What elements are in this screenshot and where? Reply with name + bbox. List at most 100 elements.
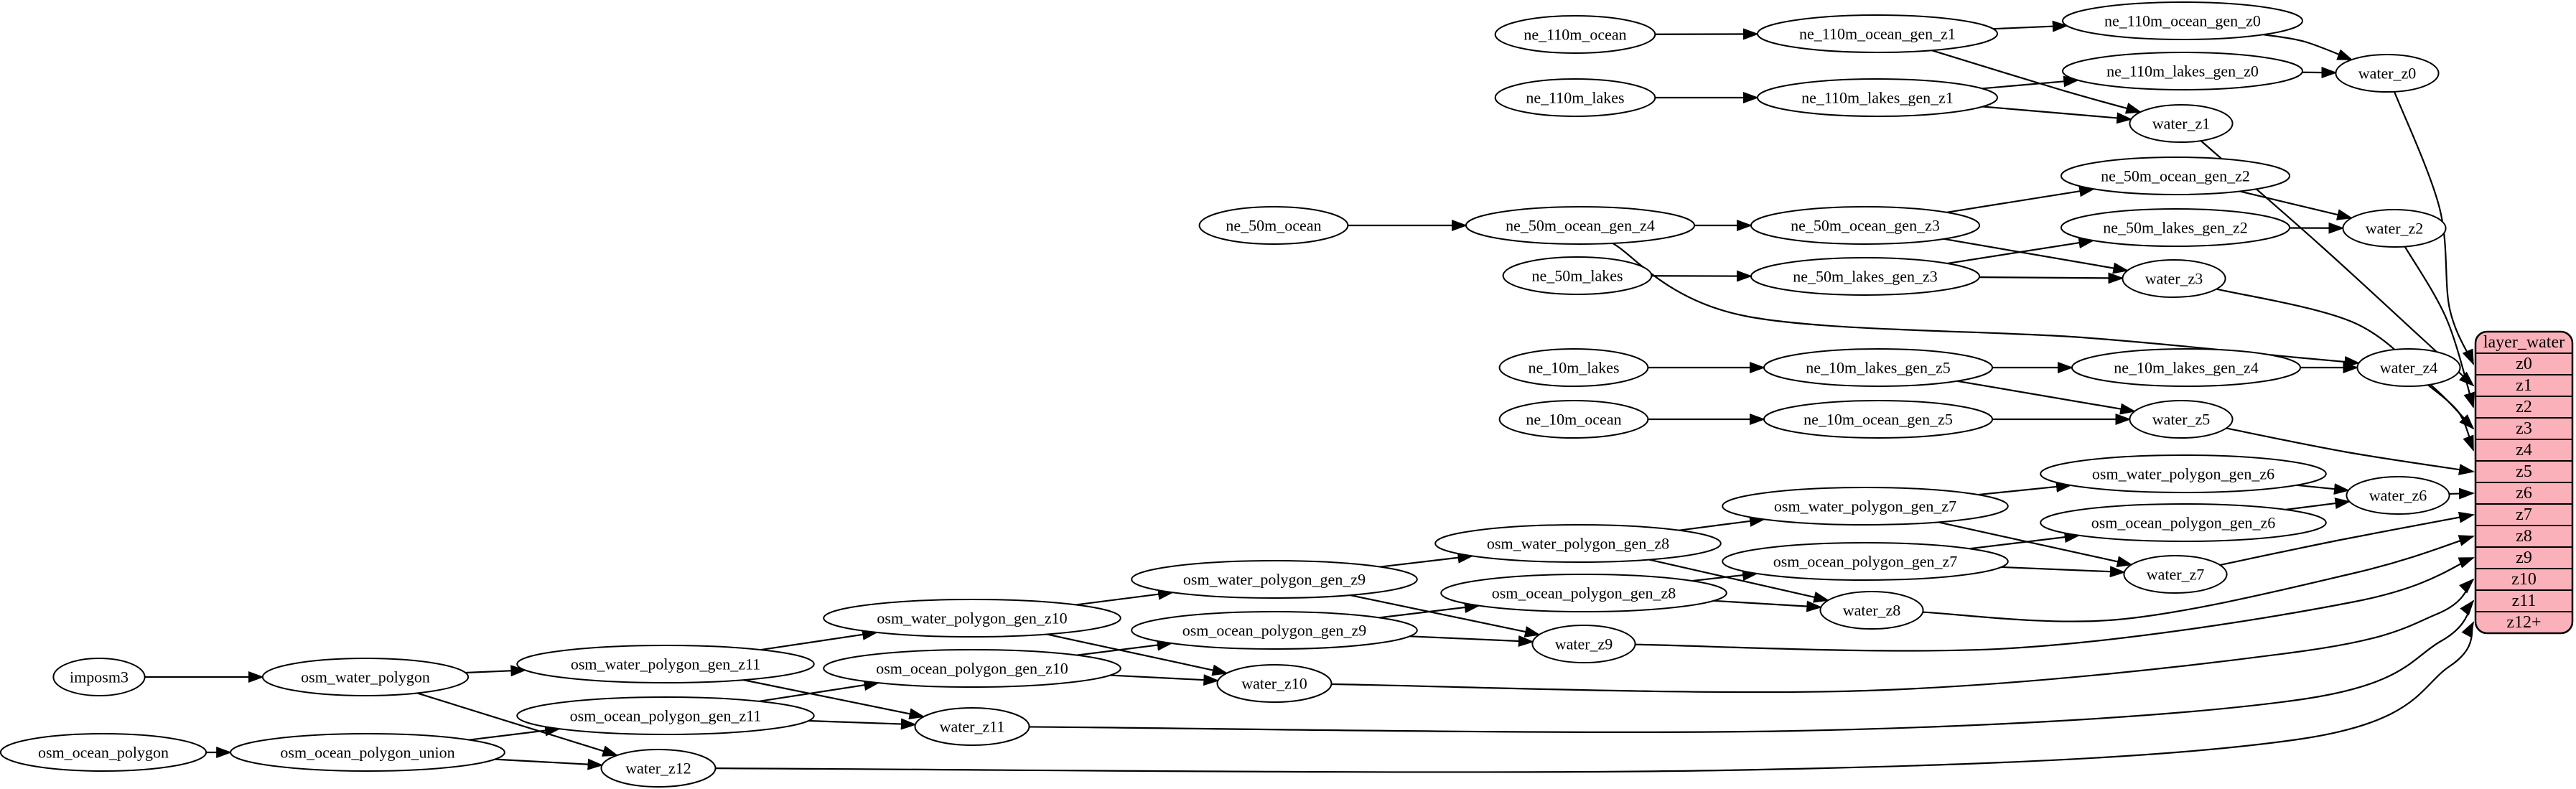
node-label-ne_50m_lakes_gen_z3: ne_50m_lakes_gen_z3 — [1793, 268, 1938, 286]
table-row-z11: z11 — [2512, 592, 2537, 610]
edge-osm_water_polygon_gen_z11-to-water_z11 — [743, 679, 925, 720]
node-water_z3: water_z3 — [2122, 259, 2226, 298]
node-ellipse — [823, 599, 1121, 638]
node-ellipse — [2062, 52, 2303, 90]
edge-water_z9-to-layer_water-z9 — [1635, 556, 2475, 652]
table-row-z3: z3 — [2516, 419, 2532, 438]
node-ellipse — [2060, 208, 2291, 247]
node-ellipse — [914, 707, 1030, 746]
node-ellipse — [1494, 78, 1656, 117]
edge-osm_ocean_polygon_gen_z11-to-osm_ocean_polygon_gen_z10 — [759, 679, 880, 702]
node-label-ne_10m_lakes: ne_10m_lakes — [1528, 359, 1619, 377]
node-label-osm_ocean_polygon_gen_z9: osm_ocean_polygon_gen_z9 — [1182, 622, 1367, 640]
node-ellipse — [2040, 503, 2327, 542]
node-label-osm_ocean_polygon_gen_z7: osm_ocean_polygon_gen_z7 — [1773, 553, 1958, 571]
node-label-osm_ocean_polygon_gen_z10: osm_ocean_polygon_gen_z10 — [876, 660, 1068, 678]
node-label-ne_50m_ocean_gen_z4: ne_50m_ocean_gen_z4 — [1506, 217, 1655, 235]
node-label-water_z10: water_z10 — [1241, 675, 1307, 693]
node-ne_50m_ocean: ne_50m_ocean — [1198, 206, 1349, 245]
node-ne_50m_ocean_gen_z3: ne_50m_ocean_gen_z3 — [1750, 206, 1981, 245]
edge-osm_ocean_polygon_gen_z8-to-water_z8 — [1713, 599, 1823, 612]
node-label-ne_110m_lakes: ne_110m_lakes — [1526, 89, 1624, 107]
edge-water_z7-to-layer_water-z7 — [2219, 511, 2475, 566]
node-ne_110m_lakes_gen_z0: ne_110m_lakes_gen_z0 — [2062, 52, 2303, 90]
node-ellipse — [1502, 256, 1653, 295]
node-label-ne_110m_ocean_gen_z1: ne_110m_ocean_gen_z1 — [1799, 25, 1956, 43]
edge-osm_ocean_polygon_gen_z7-to-osm_ocean_polygon_gen_z6 — [1969, 531, 2081, 550]
node-ellipse — [516, 696, 815, 735]
edge-osm_ocean_polygon_gen_z7-to-water_z7 — [2001, 566, 2126, 578]
node-ellipse — [0, 733, 207, 772]
node-ellipse — [1819, 591, 1924, 630]
edge-osm_ocean_polygon_gen_z9-to-water_z9 — [1409, 635, 1534, 647]
edge-water_z6-to-layer_water-z6 — [2449, 487, 2475, 500]
node-osm_ocean_polygon_gen_z7: osm_ocean_polygon_gen_z7 — [1722, 542, 2009, 581]
nodes-layer: ne_110m_ocean ne_110m_ocean_gen_z1 ne_110m… — [0, 1, 2461, 788]
node-label-osm_ocean_polygon_union: osm_ocean_polygon_union — [280, 744, 454, 762]
node-label-water_z12: water_z12 — [625, 760, 691, 778]
node-ellipse — [2060, 157, 2291, 195]
node-ellipse — [1757, 14, 1998, 53]
table-row-z7: z7 — [2516, 505, 2532, 524]
node-water_z9: water_z9 — [1531, 625, 1636, 663]
edge-osm_ocean_polygon_union-to-osm_ocean_polygon_gen_z11 — [469, 724, 561, 741]
table-row-z2: z2 — [2516, 398, 2532, 416]
node-osm_water_polygon_gen_z11: osm_water_polygon_gen_z11 — [516, 645, 815, 683]
node-osm_ocean_polygon_gen_z6: osm_ocean_polygon_gen_z6 — [2040, 503, 2327, 542]
edge-ne_50m_lakes_gen_z3-to-water_z3 — [1979, 272, 2124, 284]
node-ellipse — [516, 645, 815, 683]
node-ellipse — [2123, 555, 2228, 594]
node-osm_ocean_polygon_gen_z9: osm_ocean_polygon_gen_z9 — [1131, 611, 1418, 650]
node-label-ne_110m_ocean: ne_110m_ocean — [1523, 26, 1626, 44]
edge-osm_ocean_polygon_gen_z6-to-water_z6 — [2285, 498, 2351, 510]
edge-ne_50m_ocean_gen_z2-to-water_z2 — [2239, 190, 2353, 220]
node-ne_10m_lakes: ne_10m_lakes — [1498, 348, 1649, 387]
node-osm_ocean_polygon_gen_z8: osm_ocean_polygon_gen_z8 — [1440, 574, 1727, 612]
node-ellipse — [1722, 487, 2009, 526]
node-ellipse — [1722, 542, 2009, 581]
node-osm_water_polygon_gen_z9: osm_water_polygon_gen_z9 — [1131, 560, 1418, 599]
node-label-ne_50m_lakes_gen_z2: ne_50m_lakes_gen_z2 — [2103, 219, 2248, 237]
node-water_z0: water_z0 — [2335, 54, 2440, 93]
edge-osm_water_polygon_gen_z7-to-water_z7 — [1938, 521, 2133, 568]
node-label-osm_ocean_polygon_gen_z8: osm_ocean_polygon_gen_z8 — [1492, 584, 1676, 602]
table-row-z9: z9 — [2516, 548, 2532, 567]
node-ellipse — [2040, 454, 2327, 493]
edge-osm_ocean_polygon_gen_z10-to-osm_ocean_polygon_gen_z9 — [1076, 639, 1173, 656]
node-ellipse — [2342, 209, 2447, 248]
node-ellipse — [52, 658, 146, 696]
node-label-water_z4: water_z4 — [2380, 359, 2438, 377]
edge-water_z10-to-layer_water-z10 — [1331, 578, 2475, 694]
node-label-water_z3: water_z3 — [2145, 270, 2203, 288]
edge-osm_water_polygon_gen_z7-to-osm_water_polygon_gen_z6 — [1977, 481, 2072, 496]
node-label-water_z11: water_z11 — [940, 718, 1005, 736]
node-ellipse — [2129, 104, 2234, 143]
node-label-osm_water_polygon_gen_z8: osm_water_polygon_gen_z8 — [1487, 535, 1669, 553]
node-label-osm_water_polygon_gen_z7: osm_water_polygon_gen_z7 — [1774, 498, 1956, 515]
table-row-z5: z5 — [2516, 462, 2532, 481]
node-ellipse — [2356, 348, 2461, 387]
node-ellipse — [1131, 560, 1418, 599]
node-water_z5: water_z5 — [2129, 400, 2234, 439]
node-label-ne_110m_lakes_gen_z0: ne_110m_lakes_gen_z0 — [2106, 62, 2259, 80]
node-label-water_z7: water_z7 — [2147, 566, 2205, 584]
node-ellipse — [2346, 476, 2450, 515]
node-ellipse — [1763, 348, 1994, 387]
edge-ne_10m_lakes_gen_z5-to-water_z5 — [1956, 380, 2137, 415]
node-osm_water_polygon: osm_water_polygon — [261, 658, 470, 696]
node-ne_110m_ocean_gen_z1: ne_110m_ocean_gen_z1 — [1757, 14, 1998, 53]
table-row-z0: z0 — [2516, 355, 2532, 373]
node-ellipse — [1498, 400, 1649, 439]
node-osm_water_polygon_gen_z7: osm_water_polygon_gen_z7 — [1722, 487, 2009, 526]
node-ellipse — [261, 658, 470, 696]
node-label-ne_10m_lakes_gen_z4: ne_10m_lakes_gen_z4 — [2114, 359, 2259, 377]
edge-osm_ocean_polygon_gen_z8-to-osm_ocean_polygon_gen_z7 — [1691, 569, 1759, 582]
edge-water_z4-to-layer_water-z4 — [2427, 384, 2475, 452]
node-label-water_z0: water_z0 — [2358, 65, 2417, 83]
node-ne_10m_lakes_gen_z4: ne_10m_lakes_gen_z4 — [2071, 348, 2302, 387]
node-label-water_z5: water_z5 — [2152, 411, 2211, 429]
edge-ne_110m_ocean_gen_z0-to-water_z0 — [2263, 34, 2353, 61]
node-water_z8: water_z8 — [1819, 591, 1924, 630]
node-water_z12: water_z12 — [600, 749, 717, 788]
